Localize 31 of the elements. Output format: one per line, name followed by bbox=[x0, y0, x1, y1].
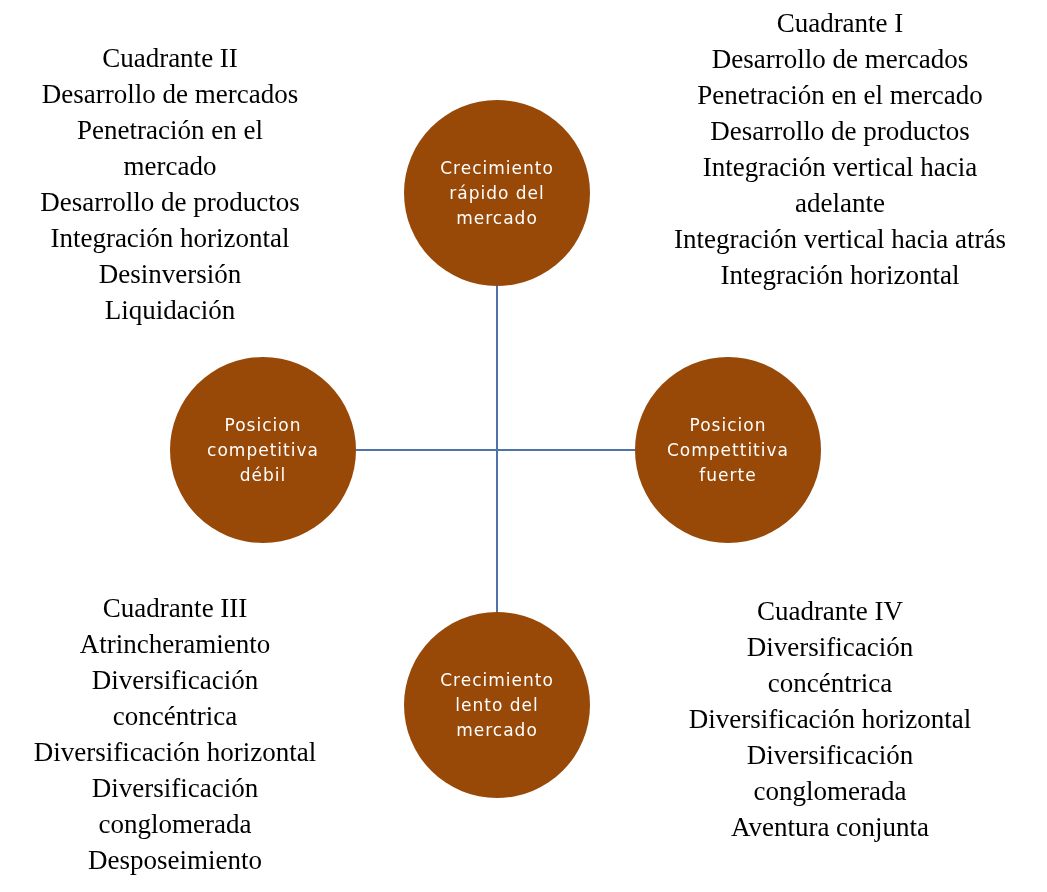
strategy-text: Aventura conjunta bbox=[729, 811, 931, 844]
strategy-text: Diversificación concéntrica bbox=[90, 664, 260, 733]
strategy-text: Integración vertical hacia atrás bbox=[672, 223, 1008, 256]
strategy-text: Desarrollo de productos bbox=[39, 186, 301, 219]
strategy-text: Penetración en el mercado bbox=[76, 114, 264, 183]
strategy-text: Diversificación concéntrica bbox=[745, 631, 915, 700]
strategy-text: Desarrollo de mercados bbox=[710, 43, 970, 76]
node-label: Crecimiento lento del mercado bbox=[439, 668, 555, 742]
strategy-text: Integración vertical hacia adelante bbox=[701, 151, 979, 220]
strategy-text: Diversificación conglomerada bbox=[745, 739, 915, 808]
strategy-text: Desposeimiento bbox=[87, 844, 263, 877]
connector-line bbox=[496, 285, 498, 613]
node-label: Posicion Compettitiva fuerte bbox=[666, 413, 790, 487]
node-label: Crecimiento rápido del mercado bbox=[439, 156, 555, 230]
strategy-text: Liquidación bbox=[103, 294, 237, 327]
strategy-text: Diversificación horizontal bbox=[32, 736, 318, 769]
strategy-text: Desarrollo de mercados bbox=[40, 78, 300, 111]
strategy-text: Desarrollo de productos bbox=[709, 115, 971, 148]
strategy-text: Diversificación conglomerada bbox=[90, 772, 260, 841]
quadrant-heading: Cuadrante I bbox=[775, 7, 905, 40]
strategy-text: Integración horizontal bbox=[49, 222, 291, 255]
quadrant-heading: Cuadrante II bbox=[101, 42, 239, 75]
strategy-text: Diversificación horizontal bbox=[687, 703, 973, 736]
strategy-text: Integración horizontal bbox=[719, 259, 961, 292]
connector-line bbox=[355, 449, 636, 451]
strategy-text: Penetración en el mercado bbox=[696, 79, 984, 112]
strategy-text: Desinversión bbox=[97, 258, 243, 291]
quadrant-heading: Cuadrante IV bbox=[755, 595, 905, 628]
quadrant-heading: Cuadrante III bbox=[101, 592, 249, 625]
node-label: Posicion competitiva débil bbox=[206, 413, 320, 487]
strategy-text: Atrincheramiento bbox=[78, 628, 272, 661]
